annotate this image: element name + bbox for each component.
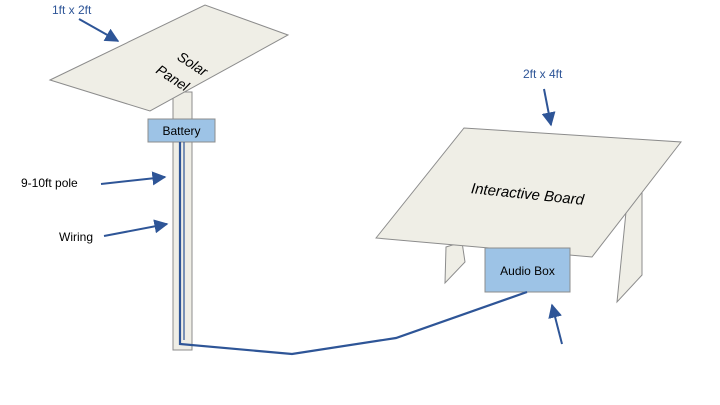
board-leg-left (444, 241, 466, 285)
wiring-line (178, 142, 528, 356)
arrow-board-size (541, 88, 556, 127)
solar-size-label: 1ft x 2ft (52, 3, 92, 17)
battery-box (147, 118, 216, 143)
battery-label: Battery (162, 124, 200, 138)
pole-label: 9-10ft pole (21, 176, 78, 190)
arrow-solar-size (78, 18, 120, 42)
arrow-pole (100, 171, 167, 186)
wiring-label: Wiring (59, 230, 93, 244)
board-size-label: 2ft x 4ft (523, 67, 563, 81)
arrow-wiring (103, 219, 169, 237)
solar-panel (48, 4, 290, 112)
audio-box (484, 247, 571, 293)
audio-box-label: Audio Box (500, 264, 555, 278)
arrow-audio-box (548, 303, 563, 345)
